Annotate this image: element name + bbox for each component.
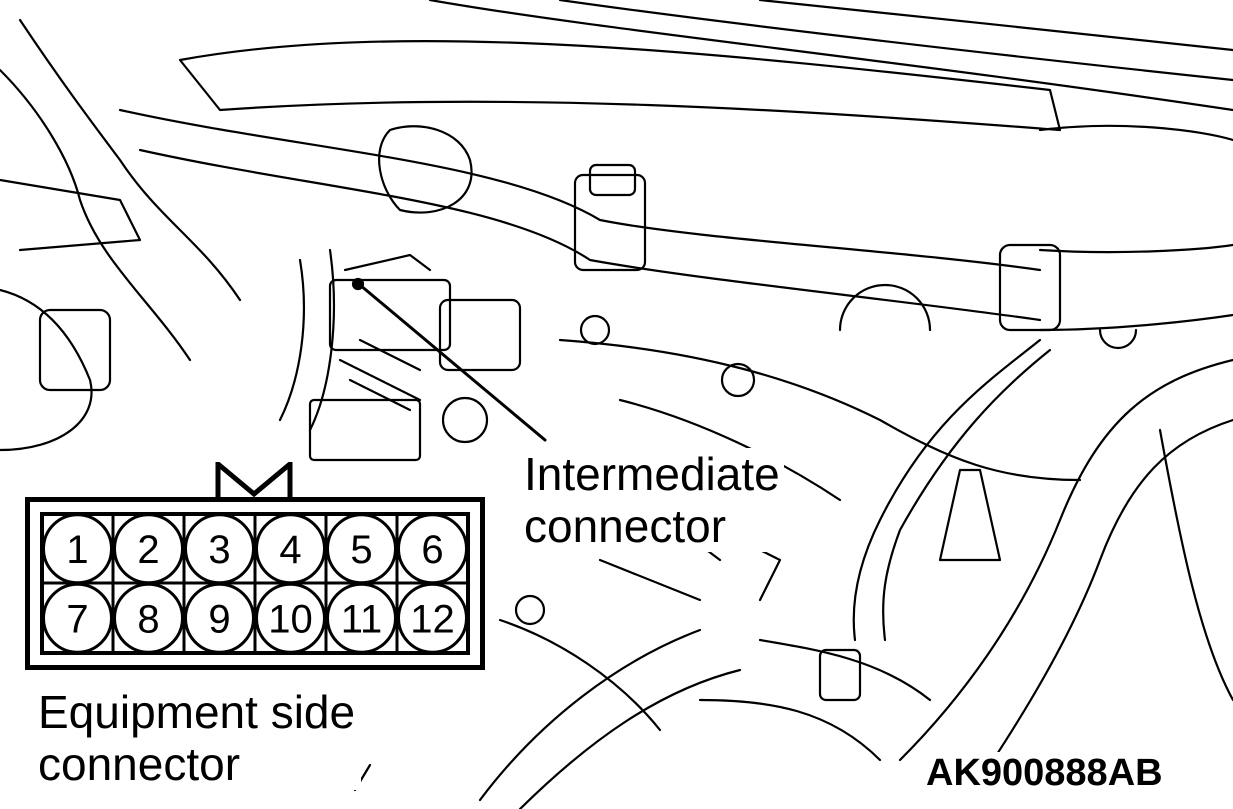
pin-number-9: 9 bbox=[208, 597, 230, 641]
pin-number-2: 2 bbox=[137, 528, 159, 572]
intermediate-label-line1: Intermediate bbox=[524, 448, 780, 500]
pin-number-8: 8 bbox=[137, 597, 159, 641]
figure-code: AK900888AB bbox=[922, 752, 1167, 795]
pin-circle bbox=[397, 582, 468, 654]
pin-number-10: 10 bbox=[268, 597, 313, 641]
pin-number-1: 1 bbox=[66, 528, 88, 572]
pin-number-5: 5 bbox=[350, 528, 372, 572]
pin-number-12: 12 bbox=[410, 597, 455, 641]
pin-number-11: 11 bbox=[341, 597, 383, 641]
equipment-label-line2: connector bbox=[38, 738, 241, 790]
pin-number-3: 3 bbox=[208, 528, 230, 572]
pin-number-7: 7 bbox=[66, 597, 88, 641]
intermediate-connector-label: Intermediate connector bbox=[520, 448, 784, 552]
pin-number-4: 4 bbox=[279, 528, 301, 572]
equipment-label-line1: Equipment side bbox=[38, 686, 356, 738]
intermediate-label-line2: connector bbox=[524, 500, 727, 552]
pin-number-6: 6 bbox=[421, 528, 443, 572]
equipment-side-connector-label: Equipment side connector bbox=[36, 686, 362, 790]
